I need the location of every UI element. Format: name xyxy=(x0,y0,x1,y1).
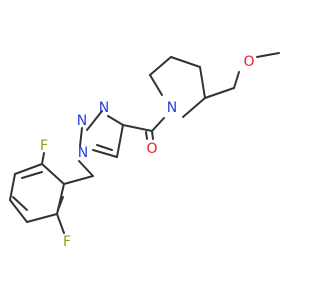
bond xyxy=(233,71,240,89)
bond xyxy=(79,127,83,147)
bond xyxy=(14,163,43,175)
bond xyxy=(204,87,235,99)
bond xyxy=(41,163,65,185)
atom-label-nitrogen: N xyxy=(77,113,87,129)
atom-label-oxygen: O xyxy=(243,54,254,70)
atom-labels: N N N N O O F F xyxy=(40,54,255,250)
atom-label-nitrogen: N xyxy=(78,145,88,161)
bond xyxy=(116,124,124,158)
bonds xyxy=(9,52,280,234)
bond xyxy=(151,117,165,132)
molecule-structure: N N N N O O F F xyxy=(9,52,280,250)
bond xyxy=(149,56,172,76)
atom-label-nitrogen: N xyxy=(99,100,109,116)
bond xyxy=(9,173,16,201)
bond xyxy=(12,196,28,211)
bond xyxy=(57,196,64,211)
atom-label-nitrogen: N xyxy=(167,100,177,116)
bond xyxy=(26,213,58,223)
bond xyxy=(92,149,118,158)
bond xyxy=(107,115,124,126)
bond xyxy=(122,124,153,132)
bond xyxy=(182,97,206,118)
bond xyxy=(86,110,103,131)
bond xyxy=(256,52,280,58)
atom-label-fluorine: F xyxy=(63,234,71,250)
bond xyxy=(96,144,113,151)
atom-label-oxygen: O xyxy=(146,141,157,157)
bond xyxy=(41,152,45,165)
bond xyxy=(9,199,28,223)
bond xyxy=(21,171,43,179)
bond xyxy=(56,213,65,234)
bond xyxy=(149,74,163,96)
bond xyxy=(151,130,154,140)
bond xyxy=(170,56,201,68)
bond xyxy=(78,160,94,177)
bond xyxy=(63,175,94,185)
bond xyxy=(145,131,148,140)
bond xyxy=(199,66,206,99)
atom-label-fluorine: F xyxy=(40,138,48,154)
